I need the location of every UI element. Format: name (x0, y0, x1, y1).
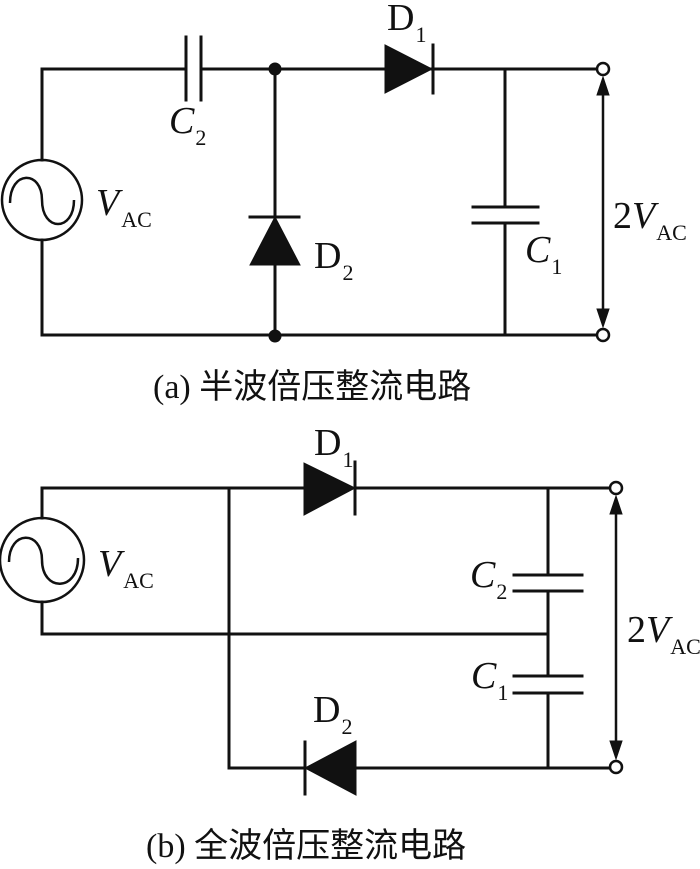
diode-icon (384, 43, 435, 95)
capacitor-icon (184, 35, 203, 102)
caption-b: (b) 全波倍压整流电路 (146, 827, 466, 865)
ac-voltage-source-icon (0, 516, 86, 604)
source-label-b: VAC (98, 543, 154, 593)
capacitor-c2-label-b: C2 (470, 554, 507, 604)
panel-b-full-wave-doubler: VAC D1 D2 C2 C1 (0, 422, 700, 865)
open-terminal-icon (595, 327, 611, 343)
capacitor-c1-label-b: C1 (471, 655, 508, 705)
capacitor-c2-label-a: C2 (169, 100, 206, 150)
open-terminal-icon (608, 759, 624, 775)
ac-voltage-source-icon (0, 158, 84, 242)
diode-d1-label-a: D1 (387, 0, 426, 47)
diode-d1-label-b: D1 (314, 422, 353, 472)
open-terminal-icon (608, 480, 624, 496)
junction-dot-icon (268, 62, 282, 76)
wire-b-source-bottom (40, 600, 550, 636)
panel-a-half-wave-doubler: VAC C2 D2 D1 C1 (0, 0, 687, 406)
output-voltage-label-a: 2VAC (613, 195, 687, 245)
wire-a-left-bottom (40, 238, 605, 337)
wire-b-source-top (40, 486, 306, 520)
junction-dot-icon (268, 329, 282, 343)
output-voltage-label-b: 2VAC (627, 609, 700, 659)
source-label-a: VAC (96, 182, 152, 232)
diode-icon (303, 740, 357, 796)
wire-a-left (40, 67, 188, 162)
diode-icon (248, 215, 301, 266)
capacitor-c1-label-a: C1 (525, 229, 562, 279)
capacitor-icon (512, 573, 584, 593)
open-terminal-icon (595, 61, 611, 77)
double-arrow-icon (609, 494, 623, 761)
diode-d2-label-b: D2 (313, 689, 352, 739)
capacitor-icon (471, 205, 540, 225)
diode-d2-label-a: D2 (314, 235, 353, 285)
diode-icon (303, 460, 357, 516)
caption-a: (a) 半波倍压整流电路 (153, 368, 471, 406)
double-arrow-icon (596, 75, 610, 329)
wire-b-node-vertical (227, 486, 307, 770)
capacitor-icon (512, 674, 584, 695)
